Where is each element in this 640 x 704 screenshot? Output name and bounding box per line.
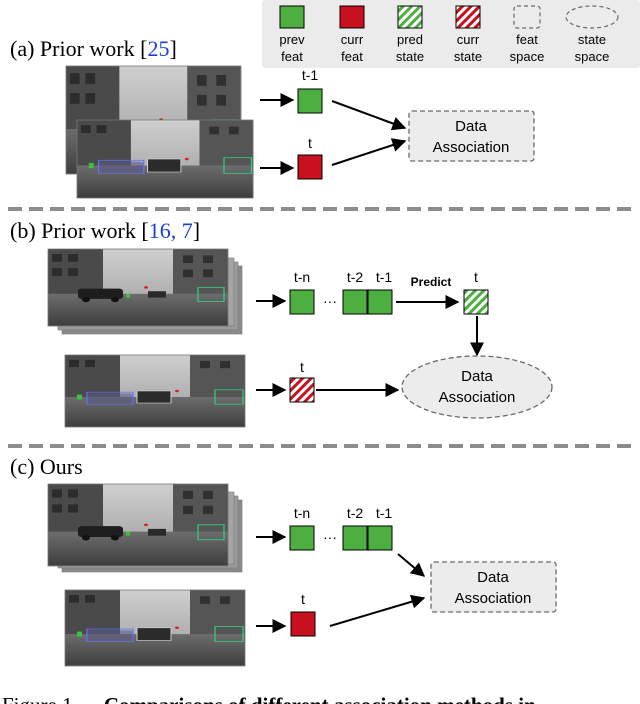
panel-b-prev-feat-block: [367, 289, 393, 315]
panel-a-time-prev: t-1: [302, 67, 319, 83]
panel-c-time-curr: t: [301, 591, 305, 607]
legend-label-line2: space: [575, 49, 610, 64]
legend-label-line2: space: [510, 49, 545, 64]
legend-label-line1: pred: [397, 32, 423, 47]
panel-b-label: (b) Prior work [16, 7]: [10, 218, 200, 243]
panel-b-time-pred: t: [474, 269, 478, 285]
legend-label-line2: feat: [341, 49, 363, 64]
panel-b-dots: ···: [323, 293, 337, 309]
panel-a-arrow-to-assoc-curr: [331, 138, 407, 166]
panel-a: (a) Prior work [25] t-1 t Data Associati…: [10, 36, 535, 199]
panel-c-frame-curr: [64, 589, 246, 667]
panel-c-assoc-label-line1: Data: [477, 569, 509, 586]
legend: prev feat curr feat pred state curr stat…: [262, 0, 640, 68]
panel-c-arrow-history-to-assoc: [397, 553, 426, 577]
legend-feat-space-swatch: [513, 5, 541, 29]
figure-caption: Figure 1.Comparisons of different associ…: [2, 693, 536, 704]
legend-label-line1: curr: [457, 32, 480, 47]
panel-c-frame-stack: [47, 483, 243, 573]
panel-a-data-association-box: [408, 110, 535, 162]
panel-c: (c) Ours t-n ··· t-2 t-1 t Data Associat…: [10, 454, 557, 667]
panel-b-data-association-ellipse: [401, 355, 553, 419]
legend-state-space-swatch: [565, 5, 619, 29]
panel-a-assoc-label-line2: Association: [433, 139, 510, 156]
panel-b-prev-feat-block: [342, 289, 368, 315]
legend-label-line2: feat: [281, 49, 303, 64]
legend-label-line1: state: [578, 32, 606, 47]
panel-b: (b) Prior work [16, 7] t-n ··· t-2 t-1 P…: [10, 218, 553, 428]
panel-c-dots: ···: [323, 529, 337, 545]
panel-c-curr-feat-block: [290, 611, 316, 637]
panel-a-prev-feat-block: [297, 88, 323, 114]
panel-c-label: (c) Ours: [10, 454, 83, 479]
panel-a-assoc-label-line1: Data: [455, 118, 487, 135]
panel-a-curr-feat-block: [297, 154, 323, 180]
panel-c-assoc-label-line2: Association: [455, 590, 532, 607]
panel-b-time-n: t-n: [294, 269, 310, 285]
legend-label-line1: curr: [341, 32, 364, 47]
panel-b-assoc-label-line1: Data: [461, 368, 493, 385]
panel-c-time-1: t-1: [376, 505, 393, 521]
legend-label-line2: state: [454, 49, 482, 64]
panel-b-time-1: t-1: [376, 269, 393, 285]
legend-label-line1: prev: [279, 32, 305, 47]
legend-label-line1: feat: [516, 32, 538, 47]
panel-c-prev-feat-block: [289, 525, 315, 551]
legend-pred-state-swatch: [397, 5, 423, 29]
panel-a-label: (a) Prior work [25]: [10, 36, 177, 61]
panel-b-frame-stack: [47, 248, 243, 335]
panel-b-predict-label: Predict: [411, 275, 452, 289]
panel-c-time-2: t-2: [347, 505, 364, 521]
panel-b-frame-curr: [64, 354, 246, 428]
panel-b-time-2: t-2: [347, 269, 364, 285]
legend-curr-feat-swatch: [339, 5, 365, 29]
panel-c-prev-feat-block: [367, 525, 393, 551]
panel-b-pred-state-block: [463, 289, 489, 315]
panel-a-frame-curr: [76, 119, 254, 199]
legend-curr-state-swatch: [455, 5, 481, 29]
panel-a-time-curr: t: [308, 135, 312, 151]
panel-c-time-n: t-n: [294, 505, 310, 521]
panel-b-time-curr: t: [300, 359, 304, 375]
panel-c-data-association-box: [430, 561, 557, 613]
panel-b-assoc-label-line2: Association: [439, 389, 516, 406]
legend-prev-feat-swatch: [279, 5, 305, 29]
panel-a-arrow-to-assoc-prev: [331, 100, 407, 131]
panel-c-arrow-curr-to-assoc: [329, 594, 426, 627]
panel-b-prev-feat-block: [289, 289, 315, 315]
panel-c-prev-feat-block: [342, 525, 368, 551]
panel-b-curr-state-block: [289, 377, 315, 403]
legend-label-line2: state: [396, 49, 424, 64]
